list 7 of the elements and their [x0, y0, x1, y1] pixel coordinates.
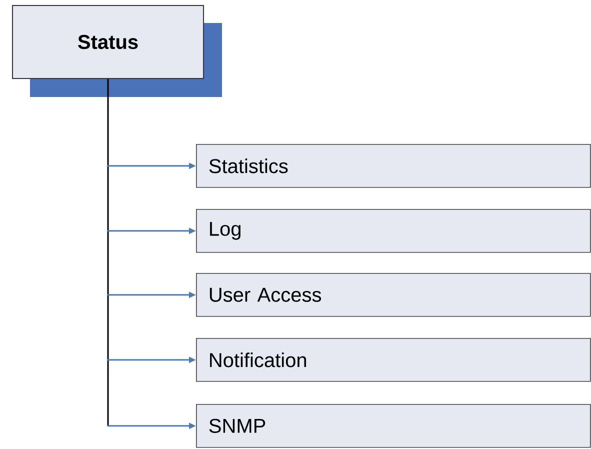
- menu-item-box: SNMP: [196, 404, 591, 448]
- menu-item-box: Notification: [196, 338, 591, 382]
- category-box: Status: [12, 5, 204, 79]
- menu-item-box: Statistics: [196, 144, 591, 188]
- connector-trunk: [107, 79, 109, 426]
- menu-item-box: User Access: [196, 273, 591, 317]
- menu-item-box: Log: [196, 209, 591, 253]
